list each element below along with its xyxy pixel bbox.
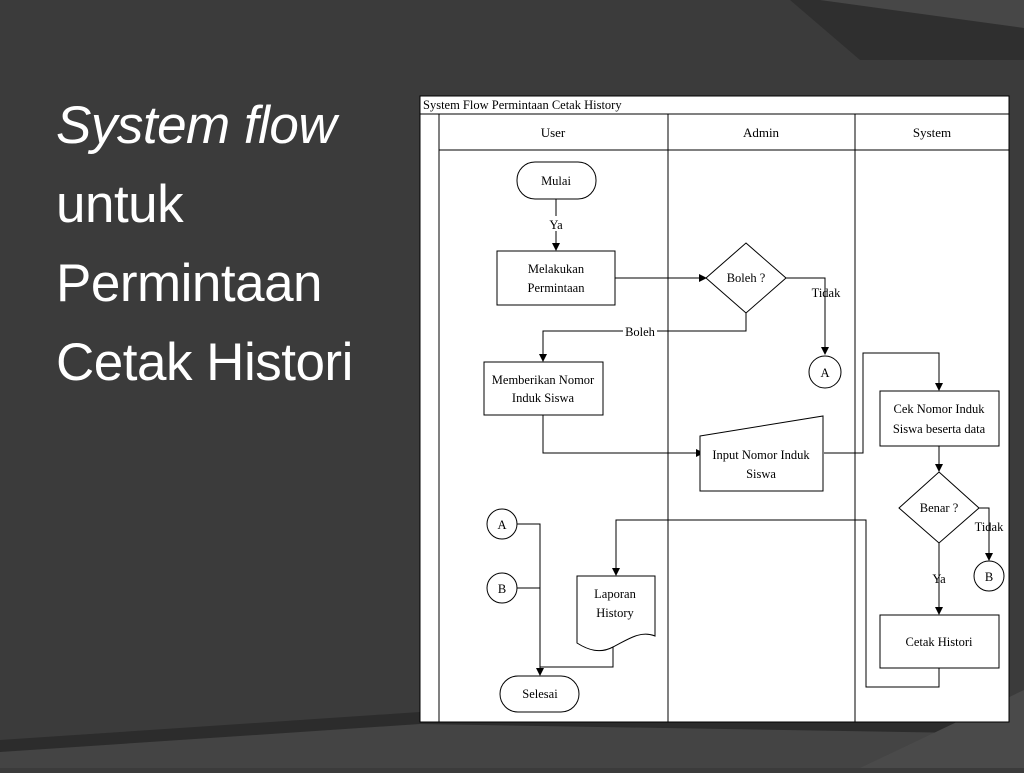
- edge-memberikan-to-input: [542, 415, 704, 457]
- selesai-label: Selesai: [522, 687, 558, 701]
- cek-label-2: Siswa beserta data: [893, 422, 986, 436]
- slide-title: System flow untuk Permintaan Cetak Histo…: [56, 86, 416, 402]
- edge-input-to-cek: [824, 352, 943, 454]
- cek-nomor-process: [879, 390, 1000, 447]
- edge-a-to-selesai: [517, 523, 544, 676]
- lane-admin-label: Admin: [743, 125, 780, 140]
- memberikan-label-2: Induk Siswa: [512, 391, 575, 405]
- cetak-label: Cetak Histori: [905, 635, 973, 649]
- cetak-histori-process: [879, 614, 1000, 669]
- melakukan-label-1: Melakukan: [528, 262, 585, 276]
- input-label-2: Siswa: [746, 467, 776, 481]
- laporan-label-2: History: [596, 606, 634, 620]
- title-line-3: Permintaan: [56, 254, 323, 313]
- ya-top-label-bg: [545, 216, 567, 231]
- boleh-edge-label-bg: [623, 324, 657, 338]
- tidak-system-label: Tidak: [975, 520, 1004, 534]
- connector-b-system-label: B: [985, 570, 993, 584]
- title-line-1: System flow: [56, 96, 337, 155]
- cek-label-1: Cek Nomor Induk: [894, 402, 986, 416]
- connector-a-admin-label: A: [820, 366, 829, 380]
- melakukan-permintaan-process: [496, 250, 616, 306]
- decor-top-right-light: [820, 0, 1024, 28]
- boleh-decision: [705, 242, 787, 314]
- memberikan-label-1: Memberikan Nomor: [492, 373, 595, 387]
- input-label-1: Input Nomor Induk: [712, 448, 810, 462]
- connector-b-system: [973, 560, 1005, 592]
- edge-laporan-to-merge: [540, 642, 614, 668]
- edge-benar-tidak-to-b: [979, 507, 993, 561]
- connector-a-admin: [808, 355, 842, 389]
- title-line-2: untuk: [56, 175, 184, 234]
- edge-boleh-tidak-to-a: [786, 277, 829, 355]
- edge-cetak-to-laporan: [612, 519, 940, 688]
- decor-bottom-light: [0, 724, 1024, 768]
- connector-b-user-label: B: [498, 582, 506, 596]
- input-nomor-manual-input: [699, 415, 824, 492]
- nodes: [483, 161, 1005, 713]
- mulai-terminator: [516, 161, 597, 200]
- tidak-admin-label: Tidak: [812, 286, 841, 300]
- selesai-terminator: [499, 675, 580, 713]
- lane-user-label: User: [541, 125, 566, 140]
- edge-labels: Ya Tidak Boleh Tidak Ya: [545, 216, 1004, 586]
- node-labels: Mulai Melakukan Permintaan Boleh ? A Mem…: [492, 174, 993, 701]
- boleh-edge-label: Boleh: [625, 325, 656, 339]
- lane-system-label: System: [913, 125, 951, 140]
- boleh-label: Boleh ?: [727, 271, 766, 285]
- ya-system-label: Ya: [932, 572, 946, 586]
- laporan-history-document: [576, 575, 656, 652]
- benar-decision: [898, 471, 980, 544]
- laporan-label-1: Laporan: [594, 587, 636, 601]
- connector-b-user: [486, 572, 518, 604]
- benar-label: Benar ?: [920, 501, 959, 515]
- diagram-title: System Flow Permintaan Cetak History: [423, 98, 622, 112]
- connector-a-user-label: A: [497, 518, 506, 532]
- title-line-4: Cetak Histori: [56, 333, 353, 392]
- mulai-label: Mulai: [541, 174, 571, 188]
- connector-a-user: [486, 508, 518, 540]
- melakukan-label-2: Permintaan: [528, 281, 586, 295]
- memberikan-nomor-process: [483, 361, 604, 416]
- ya-top-label: Ya: [549, 218, 563, 232]
